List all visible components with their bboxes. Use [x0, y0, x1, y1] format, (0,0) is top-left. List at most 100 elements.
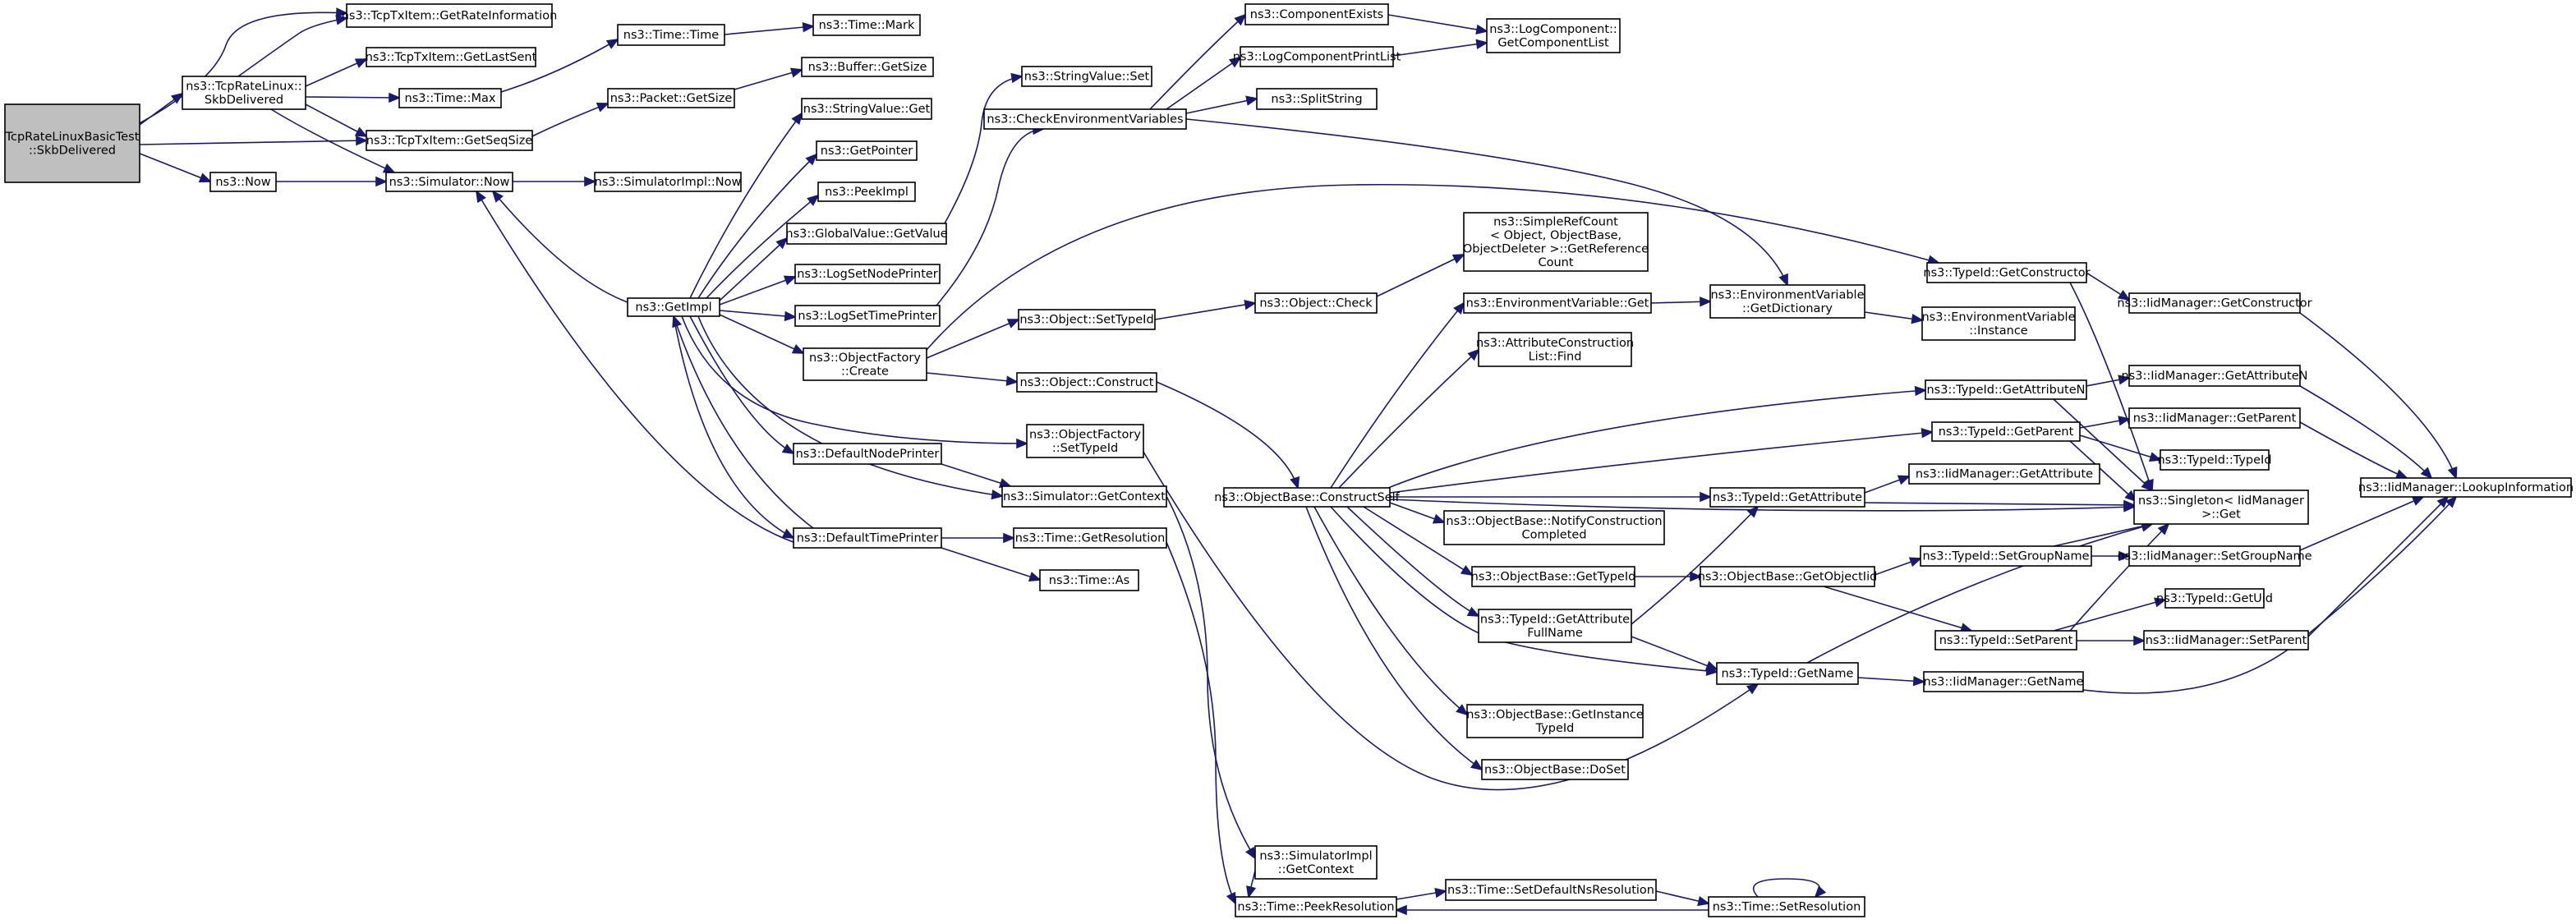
node-typeidgetparent[interactable]: ns3::TypeId::GetParent	[1931, 421, 2081, 442]
node-iidgetconstructor[interactable]: ns3::IidManager::GetConstructor	[2117, 292, 2312, 314]
node-doset[interactable]: ns3::ObjectBase::DoSet	[1481, 759, 1629, 780]
node-typeidgetname[interactable]: ns3::TypeId::GetName	[1716, 662, 1859, 685]
node-box	[627, 297, 720, 317]
node-iidgetattr[interactable]: ns3::IidManager::GetAttribute	[1908, 463, 2100, 485]
arrowhead	[791, 344, 805, 354]
node-box	[1223, 487, 1391, 508]
node-box	[1235, 896, 1397, 917]
node-setresolution[interactable]: ns3::Time::SetResolution	[1708, 896, 1865, 917]
arrowhead	[1911, 314, 1925, 324]
arrowhead	[2148, 452, 2162, 462]
node-box	[1013, 527, 1167, 549]
node-getimpl[interactable]: ns3::GetImpl	[627, 297, 720, 317]
arrowhead	[1466, 606, 1480, 617]
node-lookupinfo[interactable]: ns3::IidManager::LookupInformation	[2358, 477, 2574, 498]
node-typeidgetattr[interactable]: ns3::TypeId::GetAttribute	[1709, 487, 1865, 508]
node-typeidgetattrn[interactable]: ns3::TypeId::GetAttributeN	[1925, 379, 2087, 400]
node-objfactsettypeid[interactable]: ns3::ObjectFactory::SetTypeId	[1026, 424, 1144, 458]
node-box	[1445, 879, 1657, 901]
node-iidsetparent[interactable]: ns3::IidManager::SetParent	[2143, 630, 2309, 650]
arrowhead	[335, 7, 349, 18]
node-objconstruct[interactable]: ns3::Object::Construct	[1016, 372, 1157, 393]
edge-iidgetattrn-to-lookupinfo	[2299, 385, 2433, 480]
node-tcpratelinux[interactable]: ns3::TcpRateLinux::SkbDelivered	[182, 76, 306, 110]
node-logcompget[interactable]: ns3::LogComponent::GetComponentList	[1486, 18, 1621, 53]
edge-line	[734, 69, 803, 90]
node-singleton[interactable]: ns3::Singleton< IidManager>::Get	[2133, 490, 2309, 525]
node-stringvalueset[interactable]: ns3::StringValue::Set	[1021, 66, 1152, 87]
edge-constructself-to-doset	[1305, 506, 1484, 771]
node-typeidtypeid[interactable]: ns3::TypeId::TypeId	[2157, 449, 2272, 471]
edge-setdefaultns-to-setresolution	[1655, 890, 1711, 907]
node-splitstring[interactable]: ns3::SplitString	[1256, 88, 1378, 110]
edge-line	[1154, 302, 1256, 320]
node-simnow[interactable]: ns3::Simulator::Now	[385, 172, 513, 192]
node-componentexists[interactable]: ns3::ComponentExists	[1244, 3, 1389, 25]
node-envvarget[interactable]: ns3::EnvironmentVariable::Get	[1463, 292, 1652, 314]
node-getpointer[interactable]: ns3::GetPointer	[816, 140, 918, 161]
node-simimplgetcontext[interactable]: ns3::SimulatorImpl::GetContext	[1254, 845, 1378, 880]
node-objfactcreate[interactable]: ns3::ObjectFactory::Create	[803, 347, 927, 381]
node-constructself[interactable]: ns3::ObjectBase::ConstructSelf	[1214, 487, 1401, 508]
node-stringvalueget[interactable]: ns3::StringValue::Get	[801, 98, 932, 120]
node-typeidgetuid[interactable]: ns3::TypeId::GetUid	[2156, 588, 2273, 609]
node-root[interactable]: TcpRateLinuxBasicTest::SkbDelivered	[4, 103, 140, 183]
node-simimplnow[interactable]: ns3::SimulatorImpl::Now	[594, 172, 742, 192]
node-timemark[interactable]: ns3::Time::Mark	[812, 14, 921, 36]
node-typeidgetconstructor[interactable]: ns3::TypeId::GetConstructor	[1923, 262, 2091, 283]
edge-line	[1166, 495, 1256, 859]
edge-line	[1389, 499, 2135, 512]
node-peekresolution[interactable]: ns3::Time::PeekResolution	[1235, 896, 1397, 917]
node-label: ns3::IidManager::GetParent	[2133, 412, 2297, 425]
node-objbasegettypeid[interactable]: ns3::ObjectBase::GetTypeId	[1471, 566, 1636, 587]
node-defaulttimeprinter[interactable]: ns3::DefaultTimePrinter	[793, 527, 942, 549]
node-logcompprint[interactable]: ns3::LogComponentPrintList	[1233, 46, 1401, 67]
edge-line	[1313, 506, 1468, 715]
node-iidsetgroupname[interactable]: ns3::IidManager::SetGroupName	[2117, 545, 2312, 567]
node-getlastsent[interactable]: ns3::TcpTxItem::GetLastSent	[366, 47, 537, 67]
node-label: ns3::LogSetTimePrinter	[798, 310, 936, 323]
node-timemax[interactable]: ns3::Time::Max	[398, 88, 502, 108]
node-getobjectiid[interactable]: ns3::ObjectBase::GetObjectIid	[1698, 566, 1878, 587]
node-typeidsetgroupname[interactable]: ns3::TypeId::SetGroupName	[1920, 545, 2092, 567]
node-iidgetparent[interactable]: ns3::IidManager::GetParent	[2128, 407, 2301, 429]
node-setdefaultns[interactable]: ns3::Time::SetDefaultNsResolution	[1445, 879, 1657, 901]
arrowhead	[1908, 557, 1922, 568]
node-iidgetattrn[interactable]: ns3::IidManager::GetAttributeN	[2121, 365, 2308, 387]
node-iidgetname[interactable]: ns3::IidManager::GetName	[1923, 671, 2084, 692]
node-envvardict[interactable]: ns3::EnvironmentVariable::GetDictionary	[1709, 284, 1865, 319]
edge-getimpl-to-globalvalue	[719, 237, 789, 301]
node-envvarinst[interactable]: ns3::EnvironmentVariable::Instance	[1921, 306, 2076, 341]
arrowhead	[2118, 416, 2132, 426]
node-checkenv[interactable]: ns3::CheckEnvironmentVariables	[983, 108, 1187, 130]
edge-typeidgetattr-to-iidgetattr	[1864, 475, 1911, 494]
node-box	[1466, 704, 1644, 738]
node-timetime[interactable]: ns3::Time::Time	[617, 24, 725, 46]
node-objcheck[interactable]: ns3::Object::Check	[1254, 292, 1378, 314]
node-notifyconstr[interactable]: ns3::ObjectBase::NotifyConstructionCompl…	[1443, 510, 1665, 545]
node-getseqsize[interactable]: ns3::TcpTxItem::GetSeqSize	[366, 130, 533, 151]
edge-line	[1166, 57, 1241, 110]
node-peekimpl[interactable]: ns3::PeekImpl	[817, 182, 916, 202]
node-globalvalue[interactable]: ns3::GlobalValue::GetValue	[785, 223, 948, 245]
node-box	[1478, 332, 1632, 367]
node-buffergetsize[interactable]: ns3::Buffer::GetSize	[801, 57, 934, 77]
node-simgetcontext[interactable]: ns3::Simulator::GetContext	[1001, 485, 1167, 508]
node-timeas[interactable]: ns3::Time::As	[1039, 569, 1139, 591]
edge-tcpratelinux-to-getlastsent	[305, 58, 368, 87]
node-objsettypeid[interactable]: ns3::Object::SetTypeId	[1018, 309, 1156, 330]
node-now[interactable]: ns3::Now	[209, 172, 277, 192]
node-typeidsetparent[interactable]: ns3::TypeId::SetParent	[1934, 630, 2077, 650]
node-logsettime[interactable]: ns3::LogSetTimePrinter	[794, 305, 941, 327]
node-timegetresolution[interactable]: ns3::Time::GetResolution	[1013, 527, 1167, 549]
node-simplerefcount[interactable]: ns3::SimpleRefCount< Object, ObjectBase,…	[1463, 212, 1649, 272]
node-logsetnode[interactable]: ns3::LogSetNodePrinter	[794, 264, 941, 284]
node-getrateinfo[interactable]: ns3::TcpTxItem::GetRateInformation	[342, 3, 558, 28]
edge-envvarget-to-envvardict	[1650, 297, 1713, 307]
node-packetgetsize[interactable]: ns3::Packet::GetSize	[607, 88, 735, 108]
node-label: ns3::DefaultNodePrinter	[796, 448, 940, 461]
node-defaultnodeprinter[interactable]: ns3::DefaultNodePrinter	[793, 443, 942, 465]
